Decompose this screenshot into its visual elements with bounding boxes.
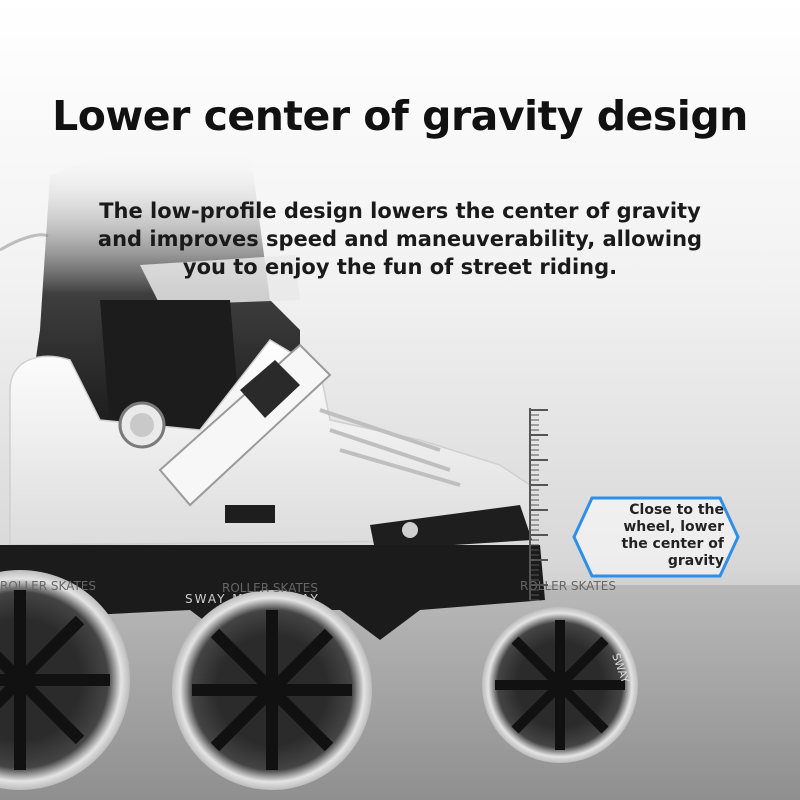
- description-line-1: The low-profile design lowers the center…: [99, 199, 701, 223]
- ankle-rivet-center: [130, 413, 154, 437]
- callout-line-2: wheel, lower: [623, 519, 724, 535]
- buckle-lever: [240, 360, 300, 418]
- callout-frame: [572, 496, 740, 578]
- side-logo-patch: [225, 505, 275, 523]
- wheel-front-text: ROLLER SKATES: [520, 579, 616, 593]
- callout-line-1: Close to the: [629, 502, 724, 518]
- toe-bumper: [370, 505, 532, 550]
- headline: Lower center of gravity design: [52, 92, 748, 140]
- boot-shell: [9, 339, 531, 546]
- wheel-middle-text: ROLLER SKATES: [222, 581, 318, 595]
- lace-cord: [0, 233, 49, 252]
- callout-line-4: gravity: [667, 553, 724, 569]
- wheel-rear: ROLLER SKATES: [0, 570, 130, 790]
- wheel-rear-text: ROLLER SKATES: [0, 579, 96, 593]
- callout-badge: Close to the wheel, lower the center of …: [572, 496, 740, 578]
- height-ruler: [529, 408, 548, 601]
- description-line-2: and improves speed and maneuverability, …: [97, 227, 703, 251]
- toe-bolt: [402, 522, 418, 538]
- description-line-3: you to enjoy the fun of street riding.: [182, 255, 618, 279]
- callout-text: Close to the wheel, lower the center of …: [580, 502, 724, 570]
- wheel-middle: ROLLER SKATES: [172, 581, 372, 790]
- description: The low-profile design lowers the center…: [60, 197, 740, 281]
- wheel-front: ROLLER SKATES SWAY: [482, 579, 638, 763]
- liner: [100, 300, 240, 430]
- cuff-strap: [140, 255, 300, 305]
- callout-line-3: the center of: [621, 536, 724, 552]
- laces: [319, 408, 461, 487]
